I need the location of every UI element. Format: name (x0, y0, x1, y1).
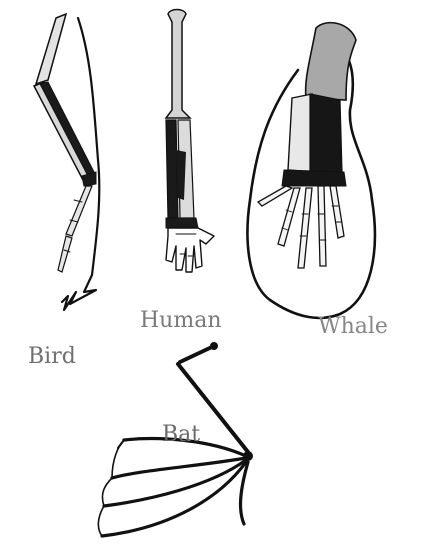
human-hand (166, 228, 214, 272)
human-humerus (166, 10, 190, 119)
whale-humerus (306, 23, 356, 100)
bird-digit (66, 186, 92, 236)
whale-digits (258, 186, 344, 268)
bat-label: Bat (162, 422, 200, 447)
bird-wing (34, 14, 99, 310)
bird-ulna (40, 82, 94, 176)
bird-label: Bird (28, 344, 76, 369)
bird-humerus (36, 14, 66, 84)
human-radius (166, 120, 178, 218)
whale-label: Whale (318, 314, 388, 339)
whale-radius (288, 94, 312, 172)
whale-flipper (247, 23, 374, 318)
human-arm (166, 10, 214, 273)
whale-ulna (310, 94, 342, 172)
human-label: Human (140, 308, 222, 333)
